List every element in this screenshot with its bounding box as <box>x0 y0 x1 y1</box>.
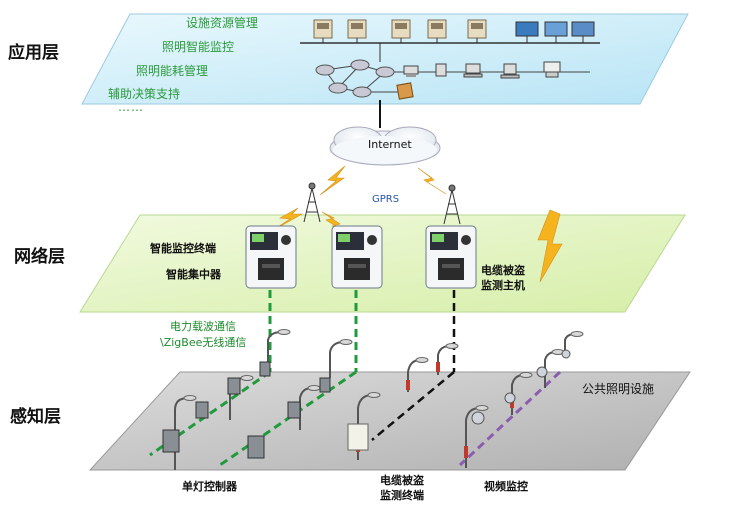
server-icons <box>313 19 595 43</box>
cable-terminal-label-1: 电缆被盗 <box>380 474 424 487</box>
perception-layer-title: 感知层 <box>10 407 61 427</box>
lightning-bolts <box>269 165 563 283</box>
router-icons <box>315 59 414 100</box>
app-item-energy: 照明能耗管理 <box>136 64 209 78</box>
public-lighting-label: 公共照明设施 <box>582 382 655 396</box>
single-lamp-controllers <box>162 361 331 459</box>
network-devices <box>245 225 477 289</box>
terminal-label: 智能监控终端 <box>150 242 216 255</box>
cable-host-label-2: 监测主机 <box>481 279 525 292</box>
lamp-heads <box>183 329 584 411</box>
gprs-label: GPRS <box>372 194 400 205</box>
radio-towers <box>303 182 461 225</box>
app-item-facility: 设施资源管理 <box>186 16 259 30</box>
app-more-dots: …… <box>118 100 144 114</box>
application-layer-title: 应用层 <box>8 43 59 63</box>
video-cameras <box>471 349 571 425</box>
network-layer-title: 网络层 <box>14 247 65 267</box>
cable-monitor-terminal <box>347 423 369 451</box>
cable-host-label-1: 电缆被盗 <box>481 264 525 277</box>
comm-label-zigbee: \ZigBee无线通信 <box>160 336 247 349</box>
app-item-monitoring: 照明智能监控 <box>162 40 235 54</box>
app-item-decision: 辅助决策支持 <box>108 87 181 101</box>
concentrator-label: 智能集中器 <box>166 268 221 281</box>
single-lamp-label: 单灯控制器 <box>182 480 237 493</box>
ground-plane <box>88 371 691 471</box>
purple-video-link <box>458 370 562 467</box>
video-label: 视频监控 <box>484 480 528 493</box>
black-cable-link <box>371 290 456 441</box>
workstation-icons <box>403 61 561 79</box>
internet-cloud <box>329 126 441 166</box>
cable-terminal-label-2: 监测终端 <box>380 489 424 502</box>
internet-label: Internet <box>368 138 412 151</box>
comm-label-plc: 电力载波通信 <box>170 320 236 333</box>
